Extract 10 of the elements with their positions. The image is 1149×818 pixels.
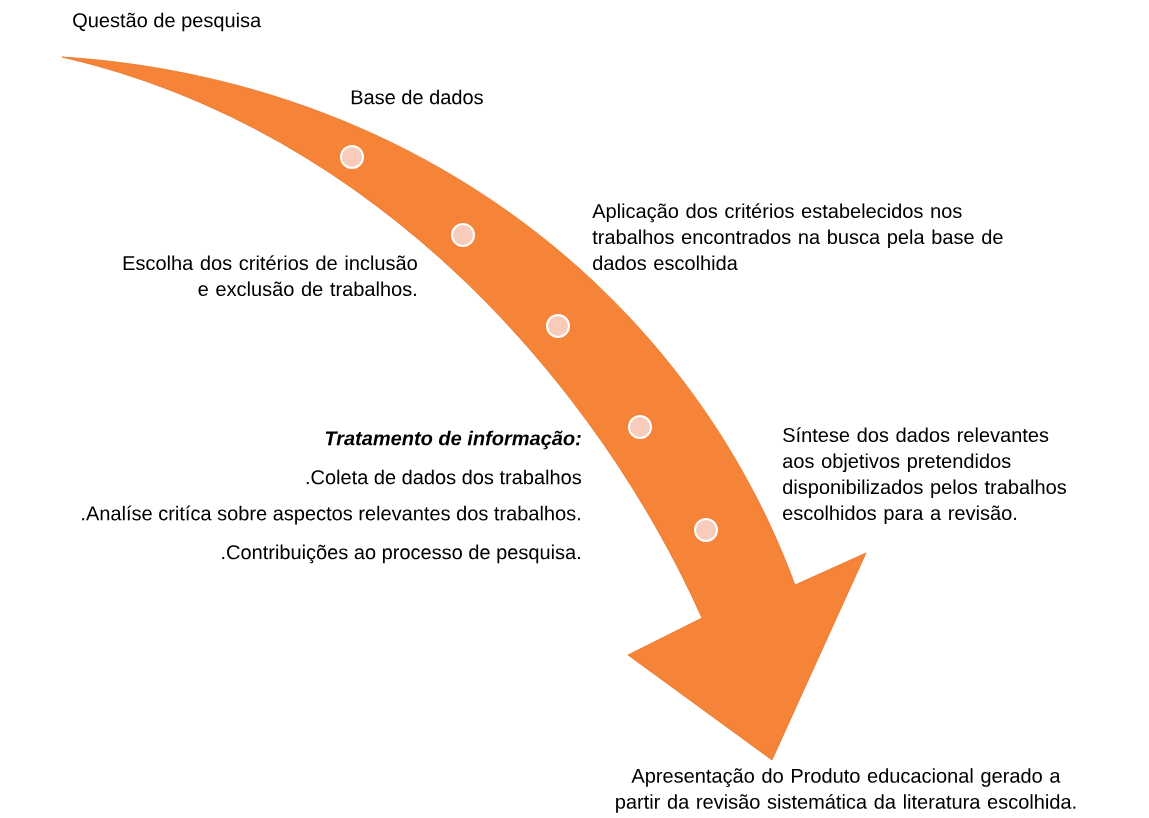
text-label: Síntese dos dados relevantes aos objetivos pretendidos disponibilizados pelos trabalhos escolhidos para a revisão. bbox=[783, 427, 1066, 525]
text-label: .Analíse critíca sobre aspectos relevantes dos trabalhos. bbox=[82, 505, 580, 525]
text-label: Questão de pesquisa bbox=[73, 12, 262, 32]
text-label: Base de dados bbox=[351, 89, 483, 105]
text-label: Aplicação dos critérios estabelecidos nos trabalhos encontrados na busca pela base de dados escolhida bbox=[592, 203, 1003, 271]
text-label: .Contribuições ao processo de pesquisa. bbox=[222, 544, 580, 564]
text-label: .Coleta de dados dos trabalhos bbox=[306, 469, 581, 485]
text-label: Escolha dos critérios de inclusão e exclusão de trabalhos. bbox=[123, 255, 417, 297]
text-label: Apresentação do Produto educacional gerado a partir da revisão sistemática da literatura escolhida. bbox=[616, 768, 1076, 813]
text-label: Tratamento de informação: bbox=[325, 430, 581, 450]
